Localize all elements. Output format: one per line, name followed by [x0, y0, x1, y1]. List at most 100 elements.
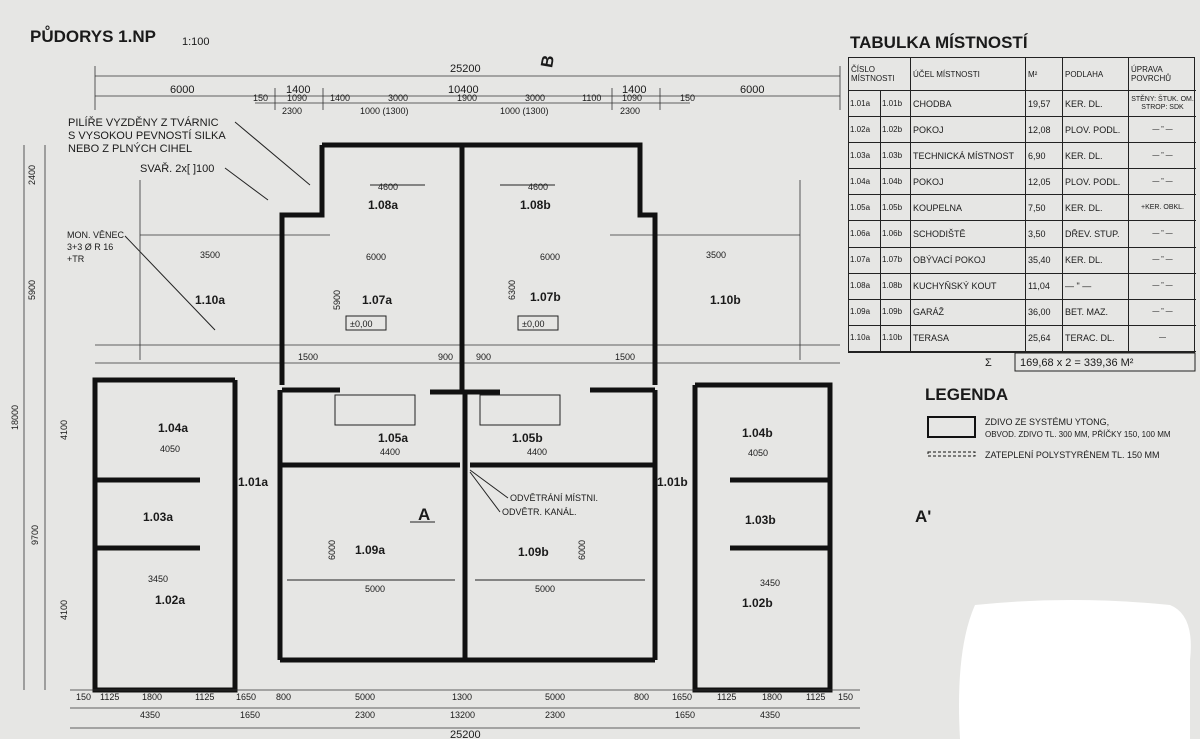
room-label-1-07a: 1.07a — [362, 293, 392, 307]
dim: 1090 — [622, 93, 642, 103]
cell-number-b: 1.03b — [881, 143, 911, 170]
section-marker-b: B — [537, 54, 558, 69]
dim: 1650 — [675, 710, 695, 720]
cell-area: 36,00 — [1026, 299, 1063, 326]
room-label-1-03b: 1.03b — [745, 513, 776, 527]
section-marker-a: A — [418, 505, 430, 524]
cell-area: 7,50 — [1026, 195, 1063, 222]
drawing-scale: 1:100 — [182, 36, 210, 48]
dim: 2400 — [27, 165, 37, 185]
section-marker-a-prime: A' — [915, 507, 931, 526]
dim: 1500 — [615, 352, 635, 362]
room-label-1-09a: 1.09a — [355, 543, 385, 557]
cell-name: KOUPELNA — [911, 195, 1026, 222]
cell-area: 12,08 — [1026, 117, 1063, 144]
dim: 1650 — [240, 710, 260, 720]
dim: 3450 — [148, 574, 168, 584]
dim: 1800 — [762, 692, 782, 702]
room-labels: 1.08a 1.08b 1.07a 1.07b 1.10a 1.10b 1.05… — [143, 198, 776, 610]
cell-floor: KER. DL. — [1063, 195, 1129, 222]
cell-number-a: 1.08a — [849, 273, 881, 300]
dim: 1125 — [717, 692, 736, 702]
room-label-1-08a: 1.08a — [368, 198, 398, 212]
walls — [92, 142, 833, 693]
dim: 4350 — [760, 710, 780, 720]
cell-floor: KER. DL. — [1063, 143, 1129, 170]
dim: 5000 — [535, 584, 555, 594]
dim: 5000 — [365, 584, 385, 594]
dim: 1000 (1300) — [360, 106, 409, 116]
cell-area: 25,64 — [1026, 325, 1063, 352]
cell-name: POKOJ — [911, 117, 1026, 144]
cell-number-b: 1.04b — [881, 169, 911, 196]
cell-finish: — " — — [1129, 300, 1196, 326]
note-line: MON. VĚNEC — [67, 230, 125, 240]
dim: 800 — [634, 692, 649, 702]
room-label-1-03a: 1.03a — [143, 510, 173, 524]
note-lintel: SVAŘ. 2x[ ]100 — [140, 162, 214, 175]
dim: 1400 — [330, 93, 350, 103]
dim: 3500 — [706, 250, 726, 260]
dim: 6300 — [507, 280, 517, 300]
cell-floor: BET. MAZ. — [1063, 299, 1129, 326]
cell-name: GARÁŽ — [911, 299, 1026, 326]
dim: 13200 — [450, 710, 475, 720]
dim: 1900 — [457, 93, 477, 103]
dim: 1125 — [195, 692, 214, 702]
insulation-symbol — [927, 451, 976, 457]
table-sum: 169,68 x 2 = 339,36 M² — [1020, 357, 1134, 369]
dim: 2300 — [545, 710, 565, 720]
table-header-number: ČÍSLO MÍSTNOSTI — [849, 58, 911, 91]
note-line: NEBO Z PLNÝCH CIHEL — [68, 142, 192, 155]
room-label-1-01a: 1.01a — [238, 475, 268, 489]
dim: 1125 — [806, 692, 825, 702]
dim: 150 — [76, 692, 91, 702]
cell-finish: +KER. OBKL. — [1129, 195, 1196, 222]
dim: 3500 — [200, 250, 220, 260]
cell-number-b: 1.06b — [881, 221, 911, 248]
cell-floor: TERAC. DL. — [1063, 325, 1129, 352]
cell-floor: PLOV. PODL. — [1063, 169, 1129, 196]
dim: 900 — [476, 352, 491, 362]
cell-number-b: 1.02b — [881, 117, 911, 144]
note-vent-channel: ODVĚTR. KANÁL. — [502, 507, 577, 517]
note-line: PILÍŘE VYZDĚNY Z TVÁRNIC — [68, 116, 219, 129]
cell-finish: — " — — [1129, 117, 1196, 144]
room-label-1-09b: 1.09b — [518, 545, 549, 559]
dim: 4350 — [140, 710, 160, 720]
cell-finish: — " — — [1129, 169, 1196, 196]
dim: 1000 (1300) — [500, 106, 549, 116]
room-label-1-04b: 1.04b — [742, 426, 773, 440]
top-dimensions: 25200 6000 1400 10400 1400 6000 150 1090… — [94, 63, 841, 116]
legend-item-insulation: ZATEPLENÍ POLYSTYRÉNEM TL. 150 MM — [985, 450, 1160, 460]
dim: 4400 — [527, 447, 547, 457]
dim: 4400 — [380, 447, 400, 457]
note-ring-beam: MON. VĚNEC 3+3 Ø R 16 +TR — [67, 230, 216, 331]
cell-finish: — — [1129, 326, 1196, 352]
dim: 5900 — [332, 290, 342, 310]
dim-right-mid: 1400 — [622, 84, 646, 96]
dim: 4600 — [378, 182, 398, 192]
cell-area: 11,04 — [1026, 273, 1063, 300]
cell-area: 12,05 — [1026, 169, 1063, 196]
drawing-title: PŮDORYS 1.NP — [30, 26, 156, 46]
cell-finish: STĚNY: ŠTUK. OM. STROP: SDK — [1129, 91, 1196, 118]
cell-name: CHODBA — [911, 91, 1026, 118]
note-line: +TR — [67, 254, 85, 264]
cell-name: TERASA — [911, 325, 1026, 352]
dim: 150 — [838, 692, 853, 702]
legend-item-masonry: ZDIVO ZE SYSTÉMU YTONG, — [985, 417, 1109, 427]
dim: 9700 — [30, 525, 40, 545]
dim: 4050 — [748, 448, 768, 458]
cell-name: TECHNICKÁ MÍSTNOST — [911, 143, 1026, 170]
cell-name: KUCHYŇSKÝ KOUT — [911, 273, 1026, 300]
dim: 1650 — [672, 692, 692, 702]
dim: 1125 — [100, 692, 119, 702]
legend-title: LEGENDA — [925, 385, 1008, 404]
dim: 1650 — [236, 692, 256, 702]
cell-number-a: 1.09a — [849, 299, 881, 326]
cell-floor: DŘEV. STUP. — [1063, 221, 1129, 248]
dim: 4100 — [59, 600, 69, 620]
room-label-1-02b: 1.02b — [742, 596, 773, 610]
room-label-1-02a: 1.02a — [155, 593, 185, 607]
